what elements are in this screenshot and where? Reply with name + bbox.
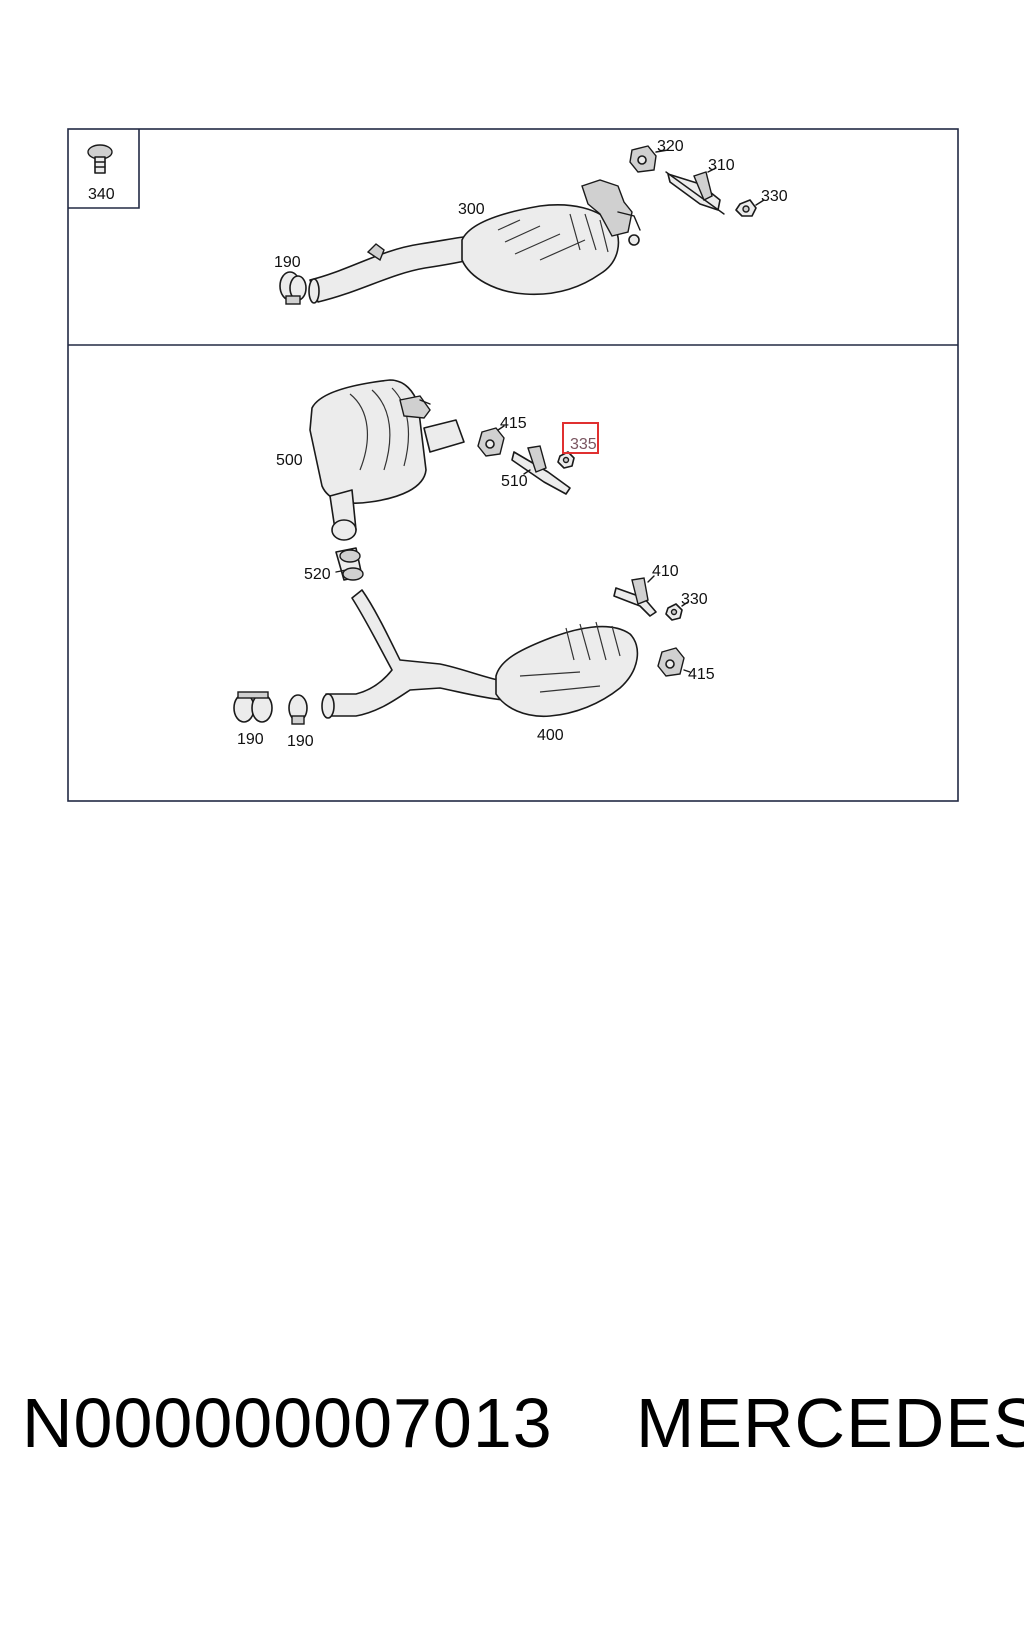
label-190-lower-b: 190 bbox=[287, 733, 314, 750]
label-340: 340 bbox=[88, 186, 115, 203]
clamp-190-lower-b bbox=[288, 694, 308, 725]
muffler-400 bbox=[495, 625, 639, 718]
label-510: 510 bbox=[501, 473, 528, 490]
exhaust-parts-diagram: 340 bbox=[67, 128, 959, 802]
screw-340-icon bbox=[87, 144, 113, 174]
upper-assembly: 320 310 330 300 190 bbox=[274, 138, 788, 305]
inset-box-340: 340 bbox=[68, 129, 140, 209]
pipe-300 bbox=[309, 235, 479, 303]
label-415-upper: 415 bbox=[500, 415, 527, 432]
bracket-510 bbox=[511, 445, 571, 495]
clamp-190-upper bbox=[279, 271, 307, 305]
label-300: 300 bbox=[458, 201, 485, 218]
caption-bar: N000000007013 MERCEDES bbox=[0, 1378, 1024, 1468]
clamp-520 bbox=[335, 547, 364, 581]
label-330-lower: 330 bbox=[681, 591, 708, 608]
label-310: 310 bbox=[708, 157, 735, 174]
highlight-335-box bbox=[562, 422, 599, 454]
label-320: 320 bbox=[657, 138, 684, 155]
label-190-upper: 190 bbox=[274, 254, 301, 271]
mount-415-upper bbox=[477, 427, 505, 457]
nut-330-lower bbox=[665, 603, 683, 621]
vehicle-make: MERCEDES bbox=[636, 1384, 1024, 1462]
label-335: 335 bbox=[570, 436, 597, 453]
label-415-lower: 415 bbox=[688, 666, 715, 683]
clamp-190-lower-a bbox=[233, 691, 273, 723]
muffler-300 bbox=[461, 204, 620, 296]
part-number: N000000007013 bbox=[22, 1384, 553, 1462]
label-330-upper: 330 bbox=[761, 188, 788, 205]
label-190-lower-a: 190 bbox=[237, 731, 264, 748]
label-400: 400 bbox=[537, 727, 564, 744]
label-520: 520 bbox=[304, 566, 331, 583]
nut-335 bbox=[557, 451, 575, 469]
lower-assembly: 415 335 500 510 520 410 330 415 190 190 … bbox=[233, 379, 715, 750]
pipe-400 bbox=[325, 589, 505, 717]
bracket-410 bbox=[613, 577, 657, 617]
bracket-310 bbox=[665, 171, 725, 215]
diagram-frame bbox=[67, 128, 959, 802]
nut-330-upper bbox=[735, 199, 757, 217]
mount-415-lower bbox=[657, 647, 685, 677]
label-500: 500 bbox=[276, 452, 303, 469]
mount-320 bbox=[629, 145, 657, 173]
label-410: 410 bbox=[652, 563, 679, 580]
